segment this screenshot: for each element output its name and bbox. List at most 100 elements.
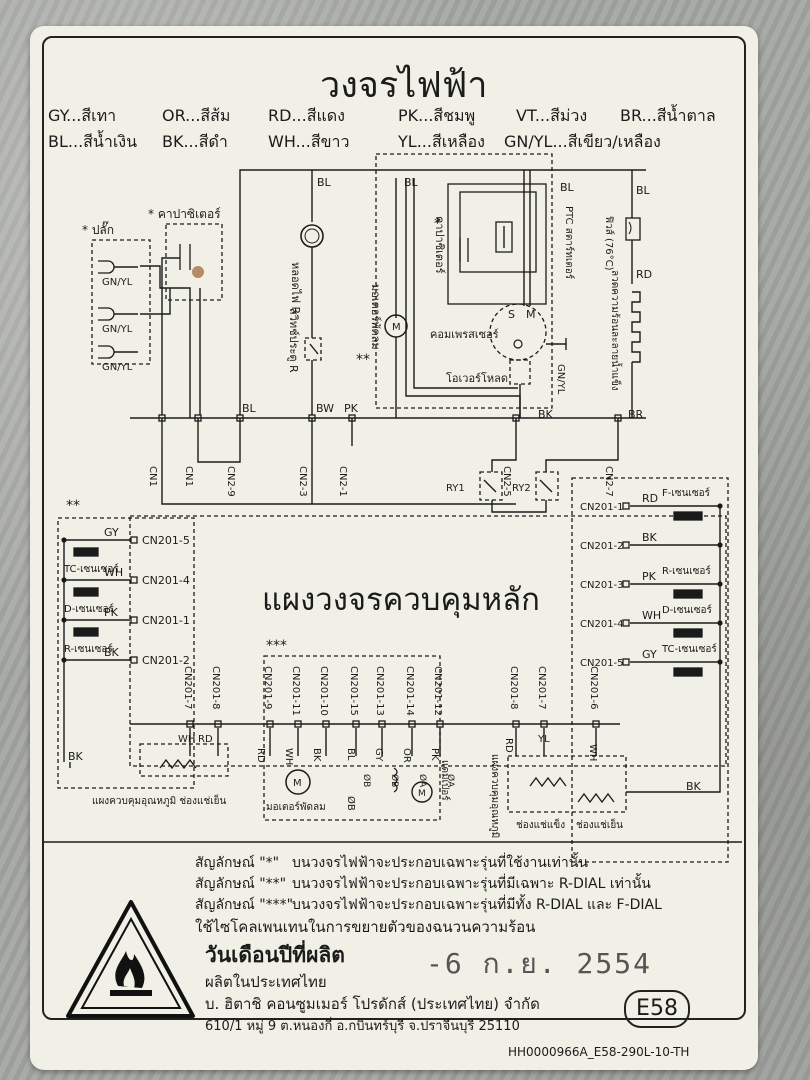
legend-item: BR...สีน้ำตาล [620, 106, 716, 125]
fan-motor-m: M [392, 322, 401, 333]
compressor-s: S [508, 308, 515, 321]
pin-label: CN201-14 [404, 666, 415, 716]
part-number: HH0000966A_E58-290L-10-TH [508, 1045, 690, 1059]
board-wire [197, 446, 241, 463]
mfg-date-stamp: -6 ก.ย. 2554 [426, 947, 652, 980]
sensor-element [673, 628, 703, 638]
wire-bl: BL [636, 184, 651, 197]
wire-tag: BK [686, 780, 702, 793]
connector-label: CN1 [147, 466, 158, 487]
plug-gnyl-label: GN/YL [102, 362, 133, 373]
wire-tag: PK [429, 748, 440, 761]
sensor-element [73, 627, 99, 637]
terminal [622, 541, 630, 549]
left-sensor-pin: CN201-2 [142, 654, 190, 667]
star-marker: * [434, 216, 441, 232]
sensor-element [673, 511, 703, 521]
right-sensor-wire: GY [642, 648, 657, 661]
plug-icon [98, 345, 115, 359]
pin-label: CN201-6 [588, 666, 599, 710]
capacitor-lead [140, 265, 191, 418]
pin-label: CN201-11 [290, 666, 301, 716]
left-sensor-wire: GY [104, 526, 119, 539]
diagram-title: วงจรไฟฟ้า [320, 65, 488, 106]
bottom-fan-motor-icon [285, 769, 311, 795]
note-symbol: สัญลักษณ์ "***" [195, 897, 294, 913]
compressor-area [375, 153, 553, 409]
relay-inner [459, 191, 537, 273]
phase-tag: ØB [361, 774, 372, 787]
relay-outline [447, 183, 547, 305]
connector-label: CN2-1 [337, 466, 348, 497]
legend-item: BK...สีดำ [162, 132, 228, 151]
right-dial-wire [626, 782, 721, 793]
model-code-badge: E58 [624, 990, 690, 1028]
overload-label: โอเวอร์โหลด [446, 371, 508, 385]
connector-label: CN2-7 [603, 466, 614, 497]
right-sensor-name: R-เซนเซอร์ [662, 565, 711, 577]
overload-box [509, 359, 531, 385]
plug-label: * ปลั๊ก [82, 221, 114, 237]
relay-contact [483, 479, 497, 493]
wire-pk: PK [344, 402, 359, 415]
plug-gnyl-label: GN/YL [102, 324, 133, 335]
wire-tag: RD [503, 738, 514, 753]
wire-tag: OR [401, 748, 412, 763]
wire-bl: BL [242, 402, 257, 415]
damper-caption: แดมเปอร์ [439, 760, 451, 801]
sensor-element [73, 587, 99, 597]
plug-gnyl-label: GN/YL [102, 277, 133, 288]
relay-wire [545, 446, 619, 472]
ptc-block [495, 221, 513, 253]
rust-stain [192, 266, 204, 278]
note-text: บนวงจรไฟฟ้าจะประกอบเฉพาะรุ่นที่มีเฉพาะ R… [292, 876, 651, 892]
fan-damper-box [263, 655, 441, 821]
relay-wire [491, 446, 517, 472]
connector-label: CN1 [183, 466, 194, 487]
company-address: 610/1 หมู่ 9 ต.หนองกี่ อ.กบินทร์บุรี จ.ป… [205, 1019, 520, 1034]
right-sensor-wire: RD [642, 492, 658, 505]
right-sensor-name: D-เซนเซอร์ [662, 604, 713, 616]
right-sensor-pin: CN201-3 [580, 580, 624, 591]
wire-bw: BW [316, 402, 334, 415]
note-text: บนวงจรไฟฟ้าจะประกอบเฉพาะรุ่นที่มีทั้ง R-… [292, 897, 662, 913]
phase-tag: ØB [389, 774, 400, 787]
sensor-element [673, 589, 703, 599]
relay-contact [539, 479, 553, 493]
plug-icon [98, 307, 115, 321]
right-sensor-name: F-เซนเซอร์ [662, 487, 711, 499]
wire-tag: WH [587, 744, 598, 761]
left-sensor-star: ** [66, 498, 80, 514]
left-dial-pot [159, 758, 197, 770]
wire-tag: WH [283, 748, 294, 765]
wire-tag: GY [373, 748, 384, 762]
relay-ry1 [479, 471, 503, 501]
pin-label: CN201-8 [508, 666, 519, 710]
damper-motor-icon [411, 781, 433, 803]
sticker-frame [42, 36, 746, 1020]
fuse-element [628, 221, 632, 235]
left-sensor-pin: CN201-5 [142, 534, 190, 547]
wire-tag: RD [198, 734, 213, 745]
terminal [622, 619, 630, 627]
left-sensor-wire: WH [104, 566, 123, 579]
phase-bar-label: ØB [345, 796, 357, 811]
legend-item: PK...สีชมพู [398, 106, 476, 125]
door-switch-contact [309, 343, 319, 355]
left-sensor-name: R-เซนเซอร์ [64, 643, 113, 655]
board-wire [161, 446, 516, 505]
right-dial-caption-v: แผงควบคุมอุณหภูมิ [489, 754, 500, 838]
pin-label: CN201-10 [318, 666, 329, 716]
legend-item: WH...สีขาว [268, 132, 350, 151]
compressor-wire [413, 178, 518, 389]
right-sensor-name: TC-เซนเซอร์ [661, 643, 717, 655]
fuse-icon [625, 217, 641, 241]
lamp-icon [300, 224, 324, 248]
compressor-label: คอมเพรสเซอร์ [430, 328, 499, 341]
note-symbol: สัญลักษณ์ "*" [195, 855, 280, 871]
wire-tag: BK [311, 748, 322, 762]
note-text: บนวงจรไฟฟ้าจะประกอบเฉพาะรุ่นที่ใช้งานเท่… [292, 855, 588, 871]
wire-tag: BL [345, 748, 356, 761]
pin-label: CN201-15 [348, 666, 359, 716]
